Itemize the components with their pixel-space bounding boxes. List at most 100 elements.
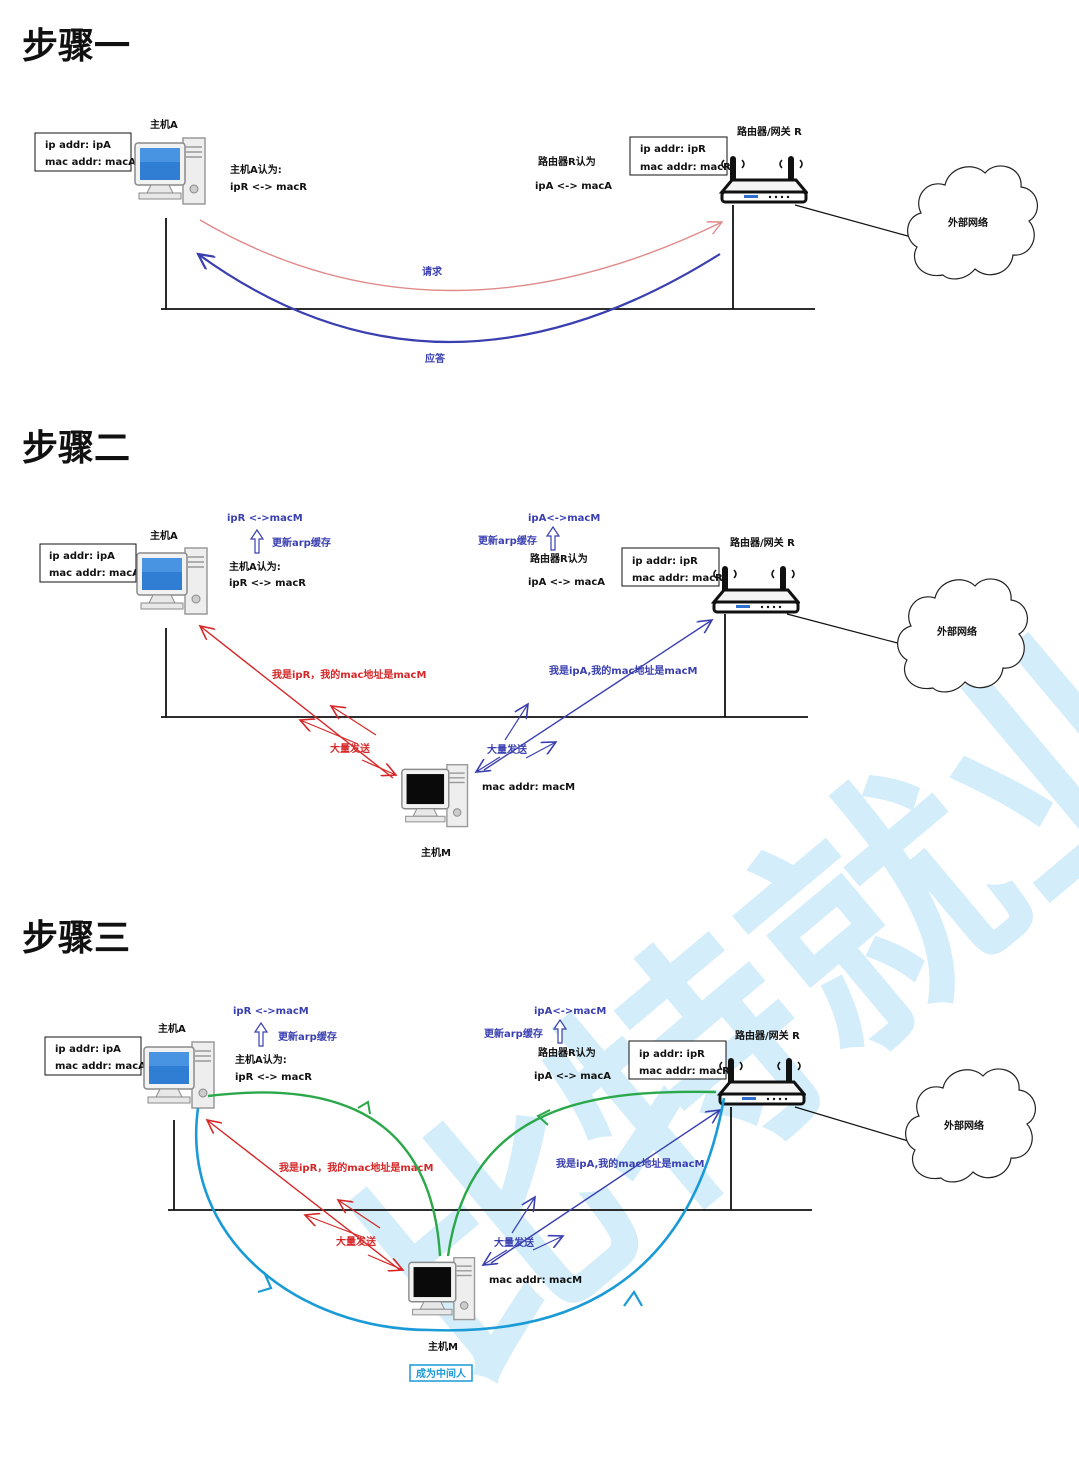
flood-arrow bbox=[300, 720, 359, 745]
flood-label-blue: 大量发送 bbox=[487, 743, 528, 756]
request-label: 请求 bbox=[422, 265, 443, 278]
host-a-mac: mac addr: macA bbox=[49, 568, 140, 579]
router-to-internet-link bbox=[794, 204, 916, 239]
host-a-name: 主机A bbox=[150, 118, 178, 131]
router-info-box: ip addr: ipR mac addr: macR bbox=[628, 1040, 730, 1080]
host-a-computer-icon bbox=[143, 1041, 215, 1109]
host-a-mac: mac addr: macA bbox=[55, 1061, 146, 1072]
spoof-arrow-to-host-a bbox=[207, 1120, 401, 1271]
router-icon bbox=[720, 154, 808, 204]
router-mac: mac addr: macR bbox=[639, 1066, 730, 1077]
router-to-internet-link bbox=[794, 1106, 916, 1144]
up-arrow-icon bbox=[249, 528, 265, 554]
step-1: 步骤一 ip addr: ipA mac addr: macA 主机A 主机A认… bbox=[22, 26, 1039, 365]
host-a-info-box: ip addr: ipA mac addr: macA bbox=[39, 543, 140, 583]
host-a-updated-arp: ipR <->macM bbox=[227, 513, 303, 524]
host-a-computer-icon bbox=[136, 547, 208, 615]
host-a-belief-title: 主机A认为: bbox=[229, 560, 281, 573]
spoof-message-to-router: 我是ipA,我的mac地址是macM bbox=[556, 1157, 705, 1170]
spoof-message-to-host-a: 我是ipR，我的mac地址是macM bbox=[272, 668, 426, 681]
router-name: 路由器/网关 R bbox=[735, 1029, 800, 1042]
host-a-computer-icon bbox=[134, 137, 206, 205]
host-m-computer-icon bbox=[408, 1256, 476, 1321]
host-m-computer-icon bbox=[401, 763, 469, 828]
flood-label-red: 大量发送 bbox=[336, 1235, 377, 1248]
router-info-box: ip addr: ipR mac addr: macR bbox=[629, 136, 731, 176]
host-a-belief-title: 主机A认为: bbox=[230, 163, 282, 176]
host-a-ip: ip addr: ipA bbox=[45, 140, 111, 151]
flood-arrow bbox=[367, 1254, 403, 1270]
up-arrow-icon bbox=[552, 1018, 568, 1044]
update-arp-label: 更新arp缓存 bbox=[272, 536, 331, 549]
up-arrow-icon bbox=[253, 1021, 269, 1047]
update-arp-label: 更新arp缓存 bbox=[478, 534, 537, 547]
flood-arrow bbox=[305, 1215, 366, 1239]
router-mac: mac addr: macR bbox=[632, 573, 723, 584]
spoof-message-to-router: 我是ipA,我的mac地址是macM bbox=[549, 664, 698, 677]
router-ip: ip addr: ipR bbox=[639, 1049, 705, 1060]
host-a-ip: ip addr: ipA bbox=[49, 551, 115, 562]
step-2-title: 步骤二 bbox=[22, 428, 130, 469]
host-a-belief: ipR <-> macR bbox=[230, 182, 307, 193]
router-updated-arp: ipA<->macM bbox=[534, 1006, 606, 1017]
step-3-title: 步骤三 bbox=[22, 918, 130, 959]
router-mac: mac addr: macR bbox=[640, 162, 731, 173]
flood-arrow bbox=[331, 706, 377, 736]
response-arrow bbox=[198, 254, 721, 343]
host-a-ip: ip addr: ipA bbox=[55, 1044, 121, 1055]
router-belief: ipA <-> macA bbox=[534, 1071, 611, 1082]
host-a-belief-title: 主机A认为: bbox=[235, 1053, 287, 1066]
flood-arrow bbox=[532, 1236, 563, 1251]
router-ip: ip addr: ipR bbox=[632, 556, 698, 567]
host-a-mac: mac addr: macA bbox=[45, 157, 136, 168]
spoof-arrow-to-router bbox=[490, 1110, 720, 1264]
update-arp-label: 更新arp缓存 bbox=[278, 1030, 337, 1043]
relay-path-m-to-r bbox=[446, 1090, 717, 1257]
router-belief-title: 路由器R认为 bbox=[538, 1046, 596, 1059]
update-arp-label: 更新arp缓存 bbox=[484, 1027, 543, 1040]
router-name: 路由器/网关 R bbox=[730, 536, 795, 549]
interception-arrowhead bbox=[623, 1289, 643, 1307]
flood-label-red: 大量发送 bbox=[330, 742, 371, 755]
step-3: 步骤三 主机A ip addr: ipA mac addr: macA ipR … bbox=[22, 918, 1037, 1382]
spoof-message-to-host-a: 我是ipR，我的mac地址是macM bbox=[279, 1161, 433, 1174]
router-ip: ip addr: ipR bbox=[640, 144, 706, 155]
host-m-name: 主机M bbox=[428, 1340, 458, 1353]
spoof-arrow-to-host-a bbox=[200, 626, 394, 779]
interception-arrowhead bbox=[257, 1271, 273, 1294]
flood-arrow bbox=[476, 756, 501, 772]
flood-arrow bbox=[483, 1249, 508, 1265]
interception-loop bbox=[195, 1097, 726, 1332]
flood-label-blue: 大量发送 bbox=[494, 1236, 535, 1249]
internet-label: 外部网络 bbox=[943, 1119, 984, 1132]
flood-arrow bbox=[361, 759, 396, 775]
spoof-arrow-to-router bbox=[483, 620, 712, 771]
host-a-name: 主机A bbox=[150, 529, 178, 542]
host-a-info-box: ip addr: ipA mac addr: macA bbox=[44, 1036, 146, 1076]
router-name: 路由器/网关 R bbox=[737, 125, 802, 138]
flood-arrow bbox=[338, 1200, 381, 1229]
host-a-info-box: ip addr: ipA mac addr: macA bbox=[34, 132, 136, 172]
router-belief: ipA <-> macA bbox=[528, 577, 605, 588]
router-icon bbox=[712, 564, 800, 614]
host-m-mac: mac addr: macM bbox=[482, 782, 575, 793]
relay-arrowhead bbox=[357, 1100, 371, 1115]
router-to-internet-link bbox=[786, 613, 906, 646]
step-2: 步骤二 主机A ip addr: ipA mac addr: macA ipR … bbox=[22, 428, 1029, 859]
internet-label: 外部网络 bbox=[947, 216, 988, 229]
request-arrow bbox=[199, 219, 722, 292]
flood-arrow bbox=[504, 704, 528, 741]
relay-arrowhead bbox=[536, 1109, 551, 1126]
man-in-the-middle-badge: 成为中间人 bbox=[409, 1364, 473, 1382]
relay-path-m-to-a bbox=[207, 1091, 442, 1257]
host-a-name: 主机A bbox=[158, 1022, 186, 1035]
router-belief: ipA <-> macA bbox=[535, 181, 612, 192]
flood-arrow bbox=[525, 742, 556, 759]
flood-arrow bbox=[511, 1197, 535, 1234]
host-m-name: 主机M bbox=[421, 846, 451, 859]
host-a-belief: ipR <-> macR bbox=[229, 578, 306, 589]
step-1-title: 步骤一 bbox=[22, 26, 130, 67]
host-a-belief: ipR <-> macR bbox=[235, 1072, 312, 1083]
router-info-box: ip addr: ipR mac addr: macR bbox=[621, 547, 723, 587]
